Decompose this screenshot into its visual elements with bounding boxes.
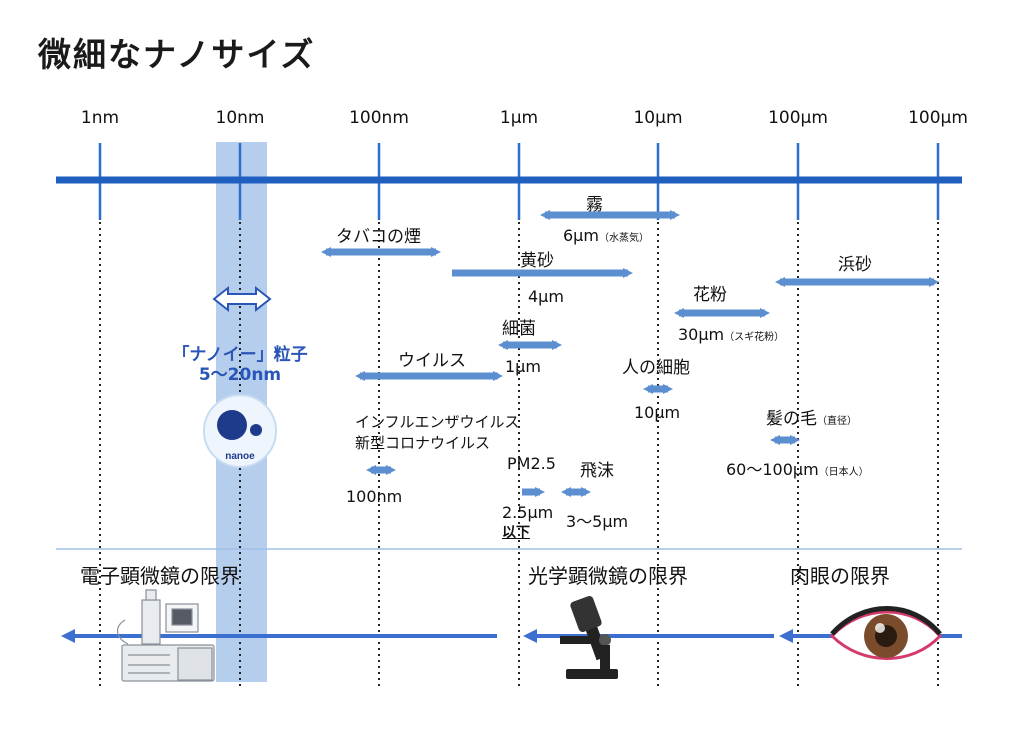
range-arrows xyxy=(321,210,939,497)
human-cell-label: 人の細胞 xyxy=(622,358,690,378)
beach-sand-label: 浜砂 xyxy=(838,255,872,275)
tobacco-label: タバコの煙 xyxy=(336,227,421,247)
tick-label-1nm: 1nm xyxy=(80,108,120,128)
pollen-label: 花粉 xyxy=(693,285,727,305)
bacteria-label: 細菌 xyxy=(502,319,536,339)
electron-microscope-limit-label: 電子顕微鏡の限界 xyxy=(80,564,240,588)
hair-size-value: 60〜100μm xyxy=(726,460,819,479)
nanoe-outline-arrow xyxy=(212,285,272,313)
nanoe-particle-label: 「ナノイー」粒子 xyxy=(172,345,308,365)
eye-icon xyxy=(829,606,943,660)
nanoe-logo-icon: nanoe xyxy=(203,394,277,468)
optical-microscope-limit-label: 光学顕微鏡の限界 xyxy=(528,564,688,588)
pm25-size: 2.5μm xyxy=(502,503,554,522)
tick-label-100nm: 100nm xyxy=(349,108,409,128)
hair-size: 60〜100μm（日本人） xyxy=(726,456,869,480)
tick-label-1um: 1μm xyxy=(499,108,539,128)
virus-label: ウイルス xyxy=(398,351,466,371)
fog-size-value: 6μm xyxy=(563,226,599,245)
fog-size: 6μm（水蒸気） xyxy=(563,226,649,245)
flu-size: 100nm xyxy=(346,487,403,506)
nanoe-logo-text: nanoe xyxy=(225,451,255,462)
naked-eye-limit-label: 肉眼の限界 xyxy=(790,564,890,588)
hair-label: 髪の毛（直径） xyxy=(766,404,857,429)
page-title: 微細なナノサイズ xyxy=(38,35,316,74)
electron-microscope-icon xyxy=(117,589,215,682)
pollen-size: 30μm（スギ花粉） xyxy=(678,325,784,344)
optical-microscope-icon xyxy=(560,595,618,679)
fog-label: 霧 xyxy=(586,195,603,215)
yellow-sand-size: 4μm xyxy=(528,287,564,306)
tick-label-10nm: 10nm xyxy=(215,108,265,128)
tick-label-100um: 100μm xyxy=(768,108,828,128)
pollen-note: （スギ花粉） xyxy=(724,332,785,343)
nanoe-size-label: 5〜20nm xyxy=(198,365,282,385)
droplet-size: 3〜5μm xyxy=(566,512,629,531)
droplet-label: 飛沫 xyxy=(580,461,614,481)
pm25-label: PM2.5 xyxy=(507,454,556,473)
bacteria-size: 1μm xyxy=(505,357,541,376)
flu-label-line2: 新型コロナウイルス xyxy=(355,434,491,452)
hair-size-note: （日本人） xyxy=(818,467,869,478)
pm25-size-qualifier: 以下 xyxy=(502,525,530,541)
human-cell-size: 10μm xyxy=(634,403,681,422)
pollen-size-value: 30μm xyxy=(678,325,725,344)
fog-note: （水蒸気） xyxy=(598,233,649,244)
yellow-sand-label: 黄砂 xyxy=(520,251,554,271)
hair-note: （直径） xyxy=(817,416,857,427)
tick-label-100um-2: 100μm xyxy=(908,108,968,128)
flu-label-line1: インフルエンザウイルス xyxy=(355,413,520,431)
hair-name: 髪の毛 xyxy=(766,409,817,429)
tick-label-10um: 10μm xyxy=(633,108,683,128)
